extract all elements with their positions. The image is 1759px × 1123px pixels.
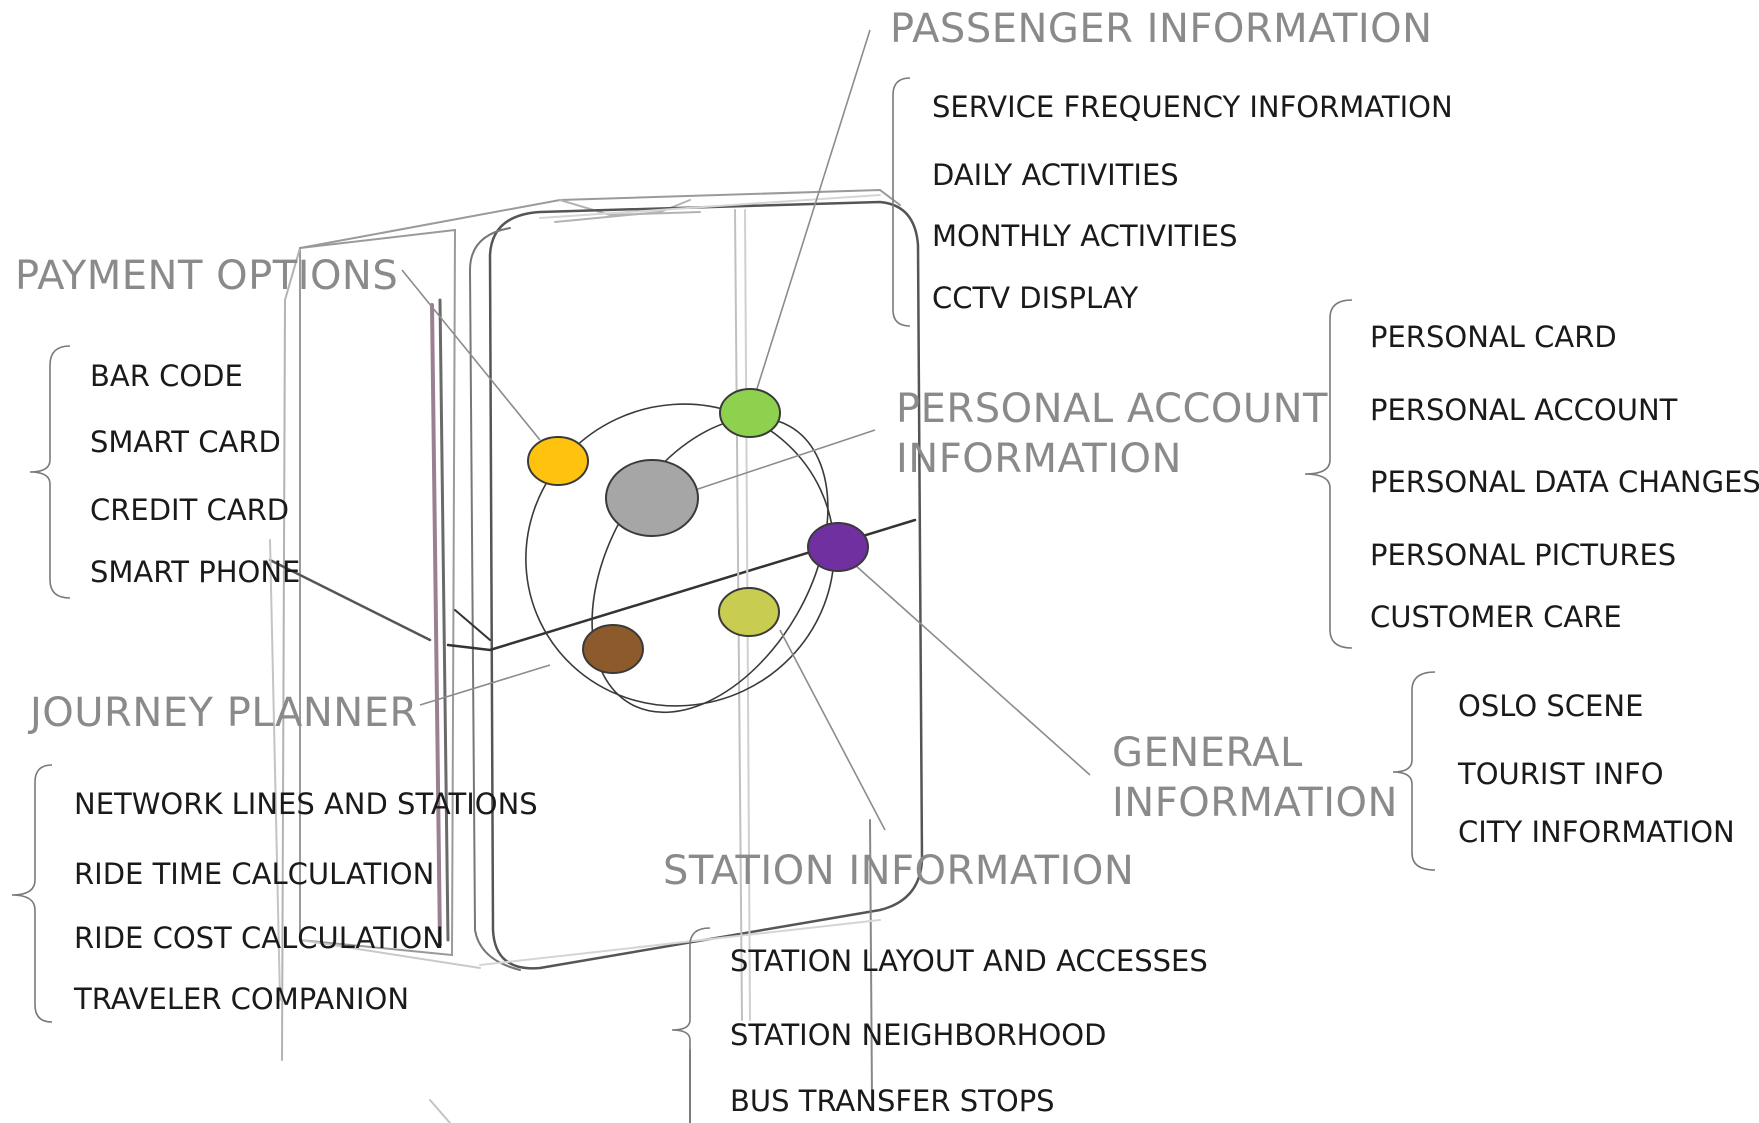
list-item: STATION NEIGHBORHOOD [730,1018,1107,1052]
payment-options-title: PAYMENT OPTIONS [15,253,399,299]
station-information-title: STATION INFORMATION [663,848,1135,894]
list-item: PERSONAL DATA CHANGES [1370,465,1759,499]
list-item: TRAVELER COMPANION [74,982,410,1016]
passenger-information-title: PASSENGER INFORMATION [890,6,1433,52]
list-item: SERVICE FREQUENCY INFORMATION [932,90,1453,124]
general-information-title-line1: GENERAL [1112,730,1303,776]
list-item: CUSTOMER CARE [1370,600,1622,634]
journey-planner-title: JOURNEY PLANNER [30,690,418,736]
list-item: CREDIT CARD [90,493,290,527]
list-item: CITY INFORMATION [1458,815,1735,849]
payment-node [527,436,589,486]
general-information-title-line2: INFORMATION [1112,780,1398,826]
list-item: PERSONAL PICTURES [1370,538,1677,572]
personal-node [807,522,869,572]
station-node [718,587,780,637]
list-item: PERSONAL CARD [1370,320,1617,354]
list-item: STATION LAYOUT AND ACCESSES [730,944,1208,978]
list-item: DAILY ACTIVITIES [932,158,1179,192]
list-item: SMART CARD [90,425,281,459]
personal-account-title-line1: PERSONAL ACCOUNT [896,386,1328,432]
list-item: NETWORK LINES AND STATIONS [74,787,538,821]
passenger-node [719,388,781,438]
list-item: RIDE TIME CALCULATION [74,857,435,891]
list-item: RIDE COST CALCULATION [74,921,444,955]
list-item: MONTHLY ACTIVITIES [932,219,1238,253]
list-item: BUS TRANSFER STOPS [730,1084,1055,1118]
list-item: TOURIST INFO [1458,757,1664,791]
list-item: OSLO SCENE [1458,689,1644,723]
list-item: SMART PHONE [90,555,301,589]
list-item: BAR CODE [90,359,243,393]
center-node [605,459,699,537]
list-item: PERSONAL ACCOUNT [1370,393,1678,427]
journey-node [582,624,644,674]
list-item: CCTV DISPLAY [932,281,1139,315]
personal-account-title-line2: INFORMATION [896,436,1182,482]
